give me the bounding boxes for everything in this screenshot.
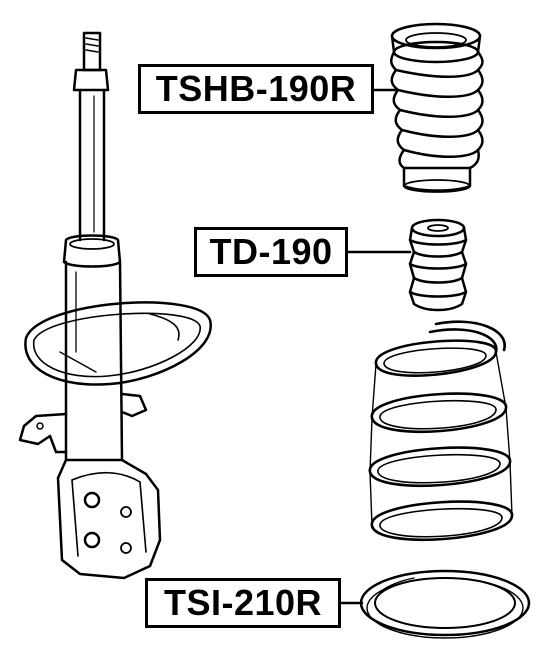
bump-stop <box>410 220 466 310</box>
lower-spring-seat <box>25 302 210 384</box>
strut-collar <box>74 70 108 90</box>
part-label-dust-boot: TSHB-190R <box>138 64 374 114</box>
hose-bracket <box>122 394 146 416</box>
stabilizer-bracket <box>20 414 66 452</box>
part-label-spring-seat: TSI-210R <box>145 578 341 628</box>
strut-assembly <box>20 33 211 578</box>
knuckle-bracket <box>58 460 160 578</box>
part-label-bump-stop: TD-190 <box>194 227 348 277</box>
piston-rod <box>80 90 104 240</box>
leader-lines <box>341 90 410 603</box>
spring-seat-ring <box>361 571 529 638</box>
rod-seal-cap <box>64 236 120 267</box>
dust-boot <box>391 24 482 192</box>
coil-spring <box>370 322 512 540</box>
strut-body <box>66 262 122 460</box>
